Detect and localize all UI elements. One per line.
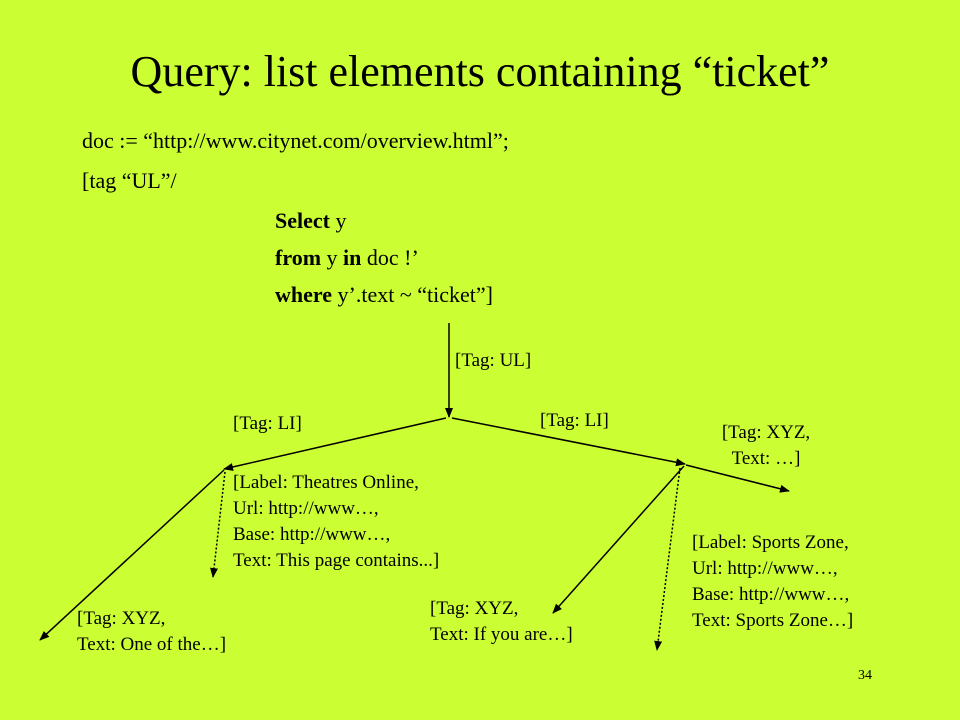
node-theatres: [Label: Theatres Online, Url: http://www… (233, 470, 439, 574)
node-sports-line4: Text: Sports Zone…] (692, 610, 854, 631)
node-xyz-mid-line1: [Tag: XYZ, (430, 598, 519, 619)
node-xyz-top-line1: [Tag: XYZ, (721, 422, 811, 443)
code-line-select: Select y (275, 208, 346, 234)
node-theatres-line2: Url: http://www…, (233, 498, 379, 519)
code-line-tag: [tag “UL”/ (82, 168, 177, 193)
node-theatres-line1: [Label: Theatres Online, (233, 472, 419, 493)
arrow-ul-to-li-left (223, 417, 447, 471)
node-xyz-left: [Tag: XYZ, Text: One of the…] (77, 606, 226, 658)
page-number: 34 (858, 668, 872, 683)
keyword-select: Select (275, 208, 330, 233)
node-li-right-label: [Tag: LI] (540, 410, 609, 431)
arrow-ul-to-li-right (451, 417, 686, 467)
node-li-left-label: [Tag: LI] (233, 413, 302, 434)
arrow-li-left-to-theatres (210, 471, 226, 578)
node-theatres-line3: Base: http://www…, (233, 524, 391, 545)
code-from-mid: y (321, 245, 344, 270)
arrow-li-left-to-xyz (39, 469, 225, 641)
node-sports: [Label: Sports Zone, Url: http://www…, B… (692, 530, 853, 634)
arrow-li-right-to-xyz-mid (552, 465, 685, 614)
code-line-where: where y’.text ~ “ticket”] (275, 282, 493, 308)
node-theatres-line4: Text: This page contains...] (233, 550, 440, 571)
arrow-li-right-to-xyz (685, 464, 790, 493)
node-xyz-left-line1: [Tag: XYZ, (77, 608, 166, 629)
node-sports-line1: [Label: Sports Zone, (692, 532, 849, 553)
code-line-from: from y in doc !’ (275, 245, 419, 271)
arrow-li-right-to-sports (654, 467, 681, 651)
node-xyz-mid-line2: Text: If you are…] (430, 624, 573, 645)
node-xyz-left-line2: Text: One of the…] (77, 634, 227, 655)
node-sports-line3: Base: http://www…, (692, 584, 850, 605)
code-line-doc: doc := “http://www.citynet.com/overview.… (82, 128, 509, 153)
node-xyz-top: [Tag: XYZ, Text: …] (706, 420, 826, 472)
keyword-where: where (275, 282, 333, 307)
slide-title: Query: list elements containing “ticket” (130, 47, 830, 96)
node-xyz-mid: [Tag: XYZ, Text: If you are…] (430, 596, 573, 648)
node-xyz-top-line2: Text: …] (731, 448, 801, 469)
code-where-rest: y’.text ~ “ticket”] (332, 282, 493, 307)
node-ul-label: [Tag: UL] (455, 350, 532, 371)
keyword-in: in (343, 245, 362, 270)
node-sports-line2: Url: http://www…, (692, 558, 838, 579)
code-from-rest: doc !’ (361, 245, 419, 270)
code-select-rest: y (329, 208, 347, 233)
keyword-from: from (275, 245, 322, 270)
